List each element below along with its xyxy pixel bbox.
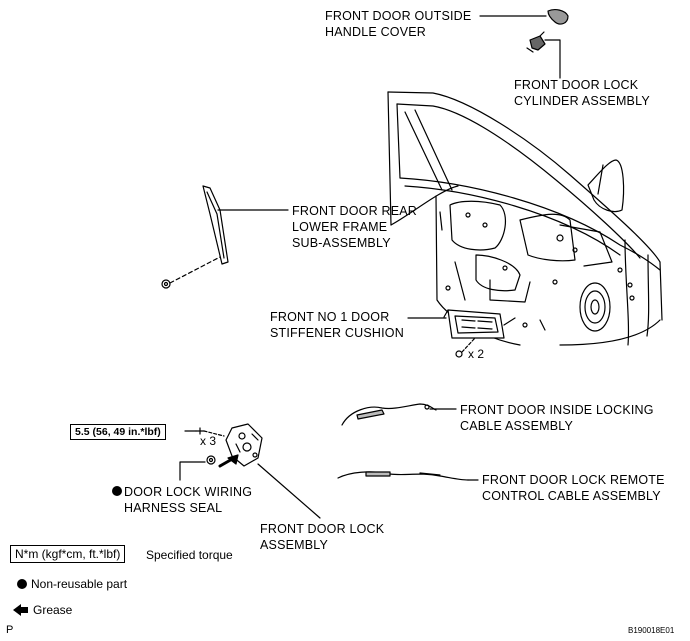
label-stiffener-cushion: FRONT NO 1 DOOR STIFFENER CUSHION — [270, 310, 404, 340]
torque-spec-box: 5.5 (56, 49 in.*lbf) — [70, 424, 166, 440]
legend-torque-text: Specified torque — [146, 548, 233, 562]
stiffener-cushion-part — [407, 211, 505, 358]
label-rear-lower-frame: FRONT DOOR REAR LOWER FRAME SUB-ASSEMBLY — [292, 204, 417, 250]
label-lock-cylinder: FRONT DOOR LOCK CYLINDER ASSEMBLY — [514, 78, 650, 108]
legend-torque-box: N*m (kgf*cm, ft.*lbf) — [10, 545, 126, 563]
lock-screw-quantity: x 3 — [200, 434, 217, 448]
stiffener-screw-quantity: x 2 — [468, 347, 485, 361]
outside-handle-cover-part — [479, 9, 569, 25]
lock-cylinder-part — [526, 31, 561, 79]
label-door-lock-assembly: FRONT DOOR LOCK ASSEMBLY — [260, 522, 385, 552]
door-lock-assembly-part — [179, 423, 321, 519]
grease-arrow-icon — [13, 604, 28, 616]
inside-locking-cable-part — [341, 403, 457, 426]
label-inside-locking-cable: FRONT DOOR INSIDE LOCKING CABLE ASSEMBLY — [460, 403, 654, 433]
label-outside-handle-cover: FRONT DOOR OUTSIDE HANDLE COVER — [325, 9, 472, 39]
figure-code: B190018E01 — [628, 626, 675, 635]
front-door-panel — [387, 91, 663, 346]
legend-grease-text: Grease — [33, 603, 73, 617]
legend-nonreusable-text: Non-reusable part — [31, 577, 128, 591]
label-remote-control-cable: FRONT DOOR LOCK REMOTE CONTROL CABLE ASS… — [482, 473, 665, 503]
legend-bullet — [17, 579, 27, 589]
label-wiring-harness-seal: DOOR LOCK WIRING HARNESS SEAL — [124, 485, 253, 515]
nonreusable-bullet — [112, 486, 122, 496]
rear-lower-frame-part — [161, 185, 289, 289]
remote-control-cable-part — [337, 471, 479, 481]
corner-letter: P — [6, 624, 14, 636]
